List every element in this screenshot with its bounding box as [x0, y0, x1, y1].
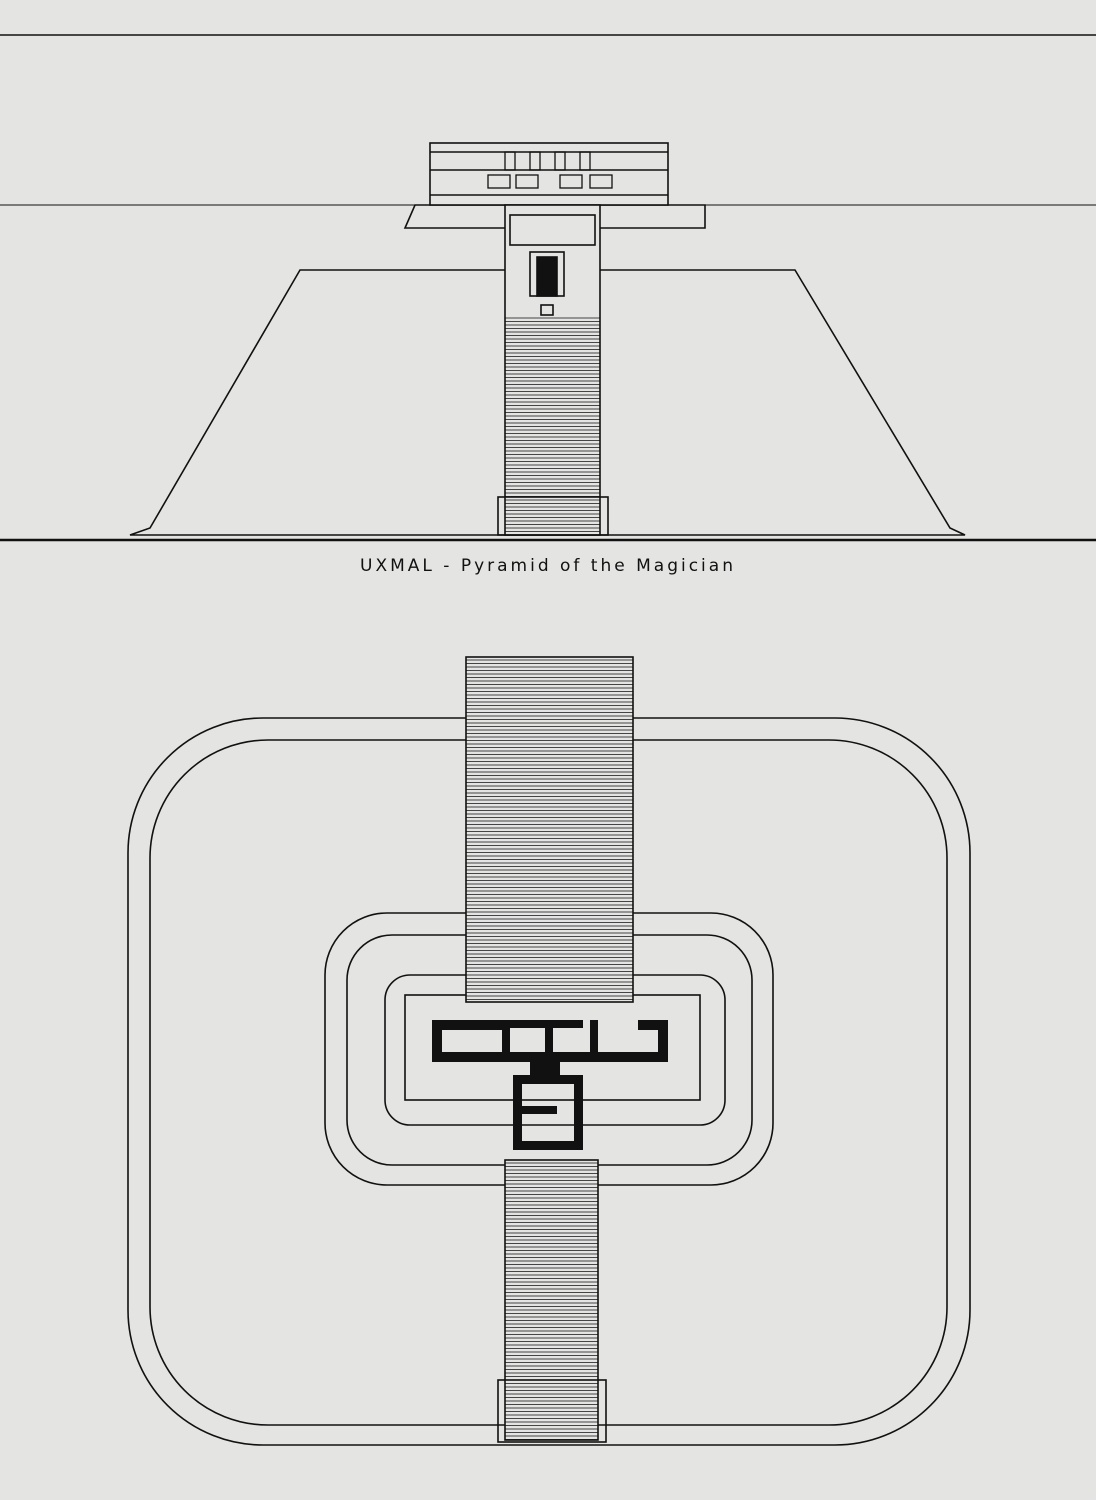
elevation-view — [0, 34, 1096, 542]
temple-floorplan — [432, 1020, 668, 1150]
plan-view — [127, 656, 971, 1446]
figure-caption: UXMAL - Pyramid of the Magician — [360, 556, 736, 576]
